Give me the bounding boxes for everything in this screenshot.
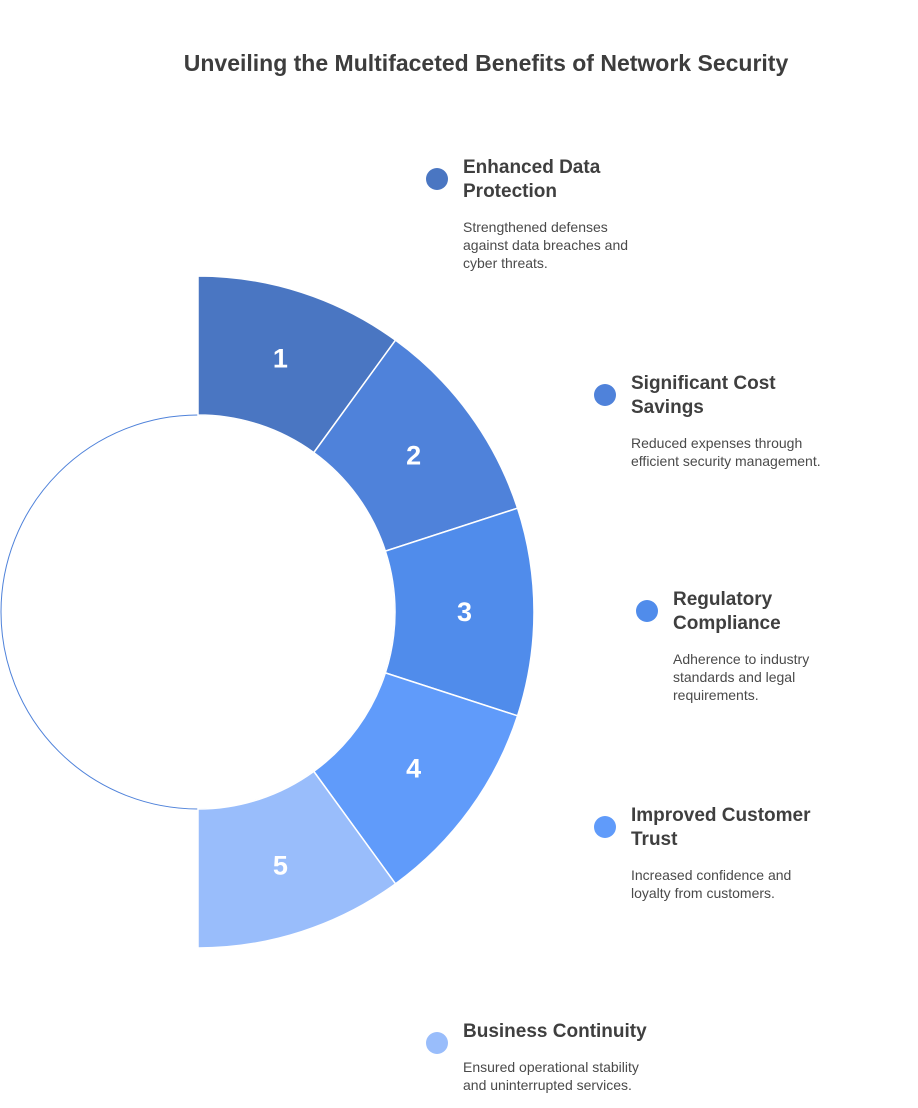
- bullet-dot-2: [594, 384, 616, 406]
- benefit-title-5: Business Continuity: [463, 1021, 647, 1042]
- benefit-desc-5: Ensured operational stability and uninte…: [463, 1059, 639, 1093]
- bullet-dot-1: [426, 168, 448, 190]
- benefit-item-2: Significant Cost Savings Reduced expense…: [594, 372, 834, 470]
- benefit-item-4: Improved Customer Trust Increased confid…: [594, 804, 834, 902]
- benefit-item-5: Business Continuity Ensured operational …: [426, 1020, 666, 1094]
- segment-4-number: 4: [406, 754, 421, 784]
- inner-circle: [0, 414, 396, 810]
- benefit-title-2: Significant Cost Savings: [631, 373, 776, 418]
- segment-3-number: 3: [457, 597, 472, 627]
- bullet-dot-4: [594, 816, 616, 838]
- segment-2-number: 2: [406, 440, 421, 470]
- benefit-title-3: Regulatory Compliance: [673, 589, 781, 634]
- benefit-title-1: Enhanced Data Protection: [463, 157, 601, 202]
- benefit-item-1: Enhanced Data Protection Strengthened de…: [426, 156, 666, 272]
- benefit-desc-3: Adherence to industry standards and lega…: [673, 651, 810, 703]
- benefit-title-4: Improved Customer Trust: [631, 805, 811, 850]
- benefit-desc-4: Increased confidence and loyalty from cu…: [631, 867, 792, 901]
- benefit-item-3: Regulatory Compliance Adherence to indus…: [636, 588, 876, 704]
- benefit-desc-2: Reduced expenses through efficient secur…: [631, 435, 821, 469]
- page-title: Unveiling the Multifaceted Benefits of N…: [183, 50, 789, 76]
- benefit-desc-1: Strengthened defenses against data breac…: [463, 219, 629, 271]
- bullet-dot-3: [636, 600, 658, 622]
- bullet-dot-5: [426, 1032, 448, 1054]
- segment-1-number: 1: [273, 344, 288, 374]
- segment-5[interactable]: [197, 770, 397, 949]
- segment-5-number: 5: [273, 850, 288, 880]
